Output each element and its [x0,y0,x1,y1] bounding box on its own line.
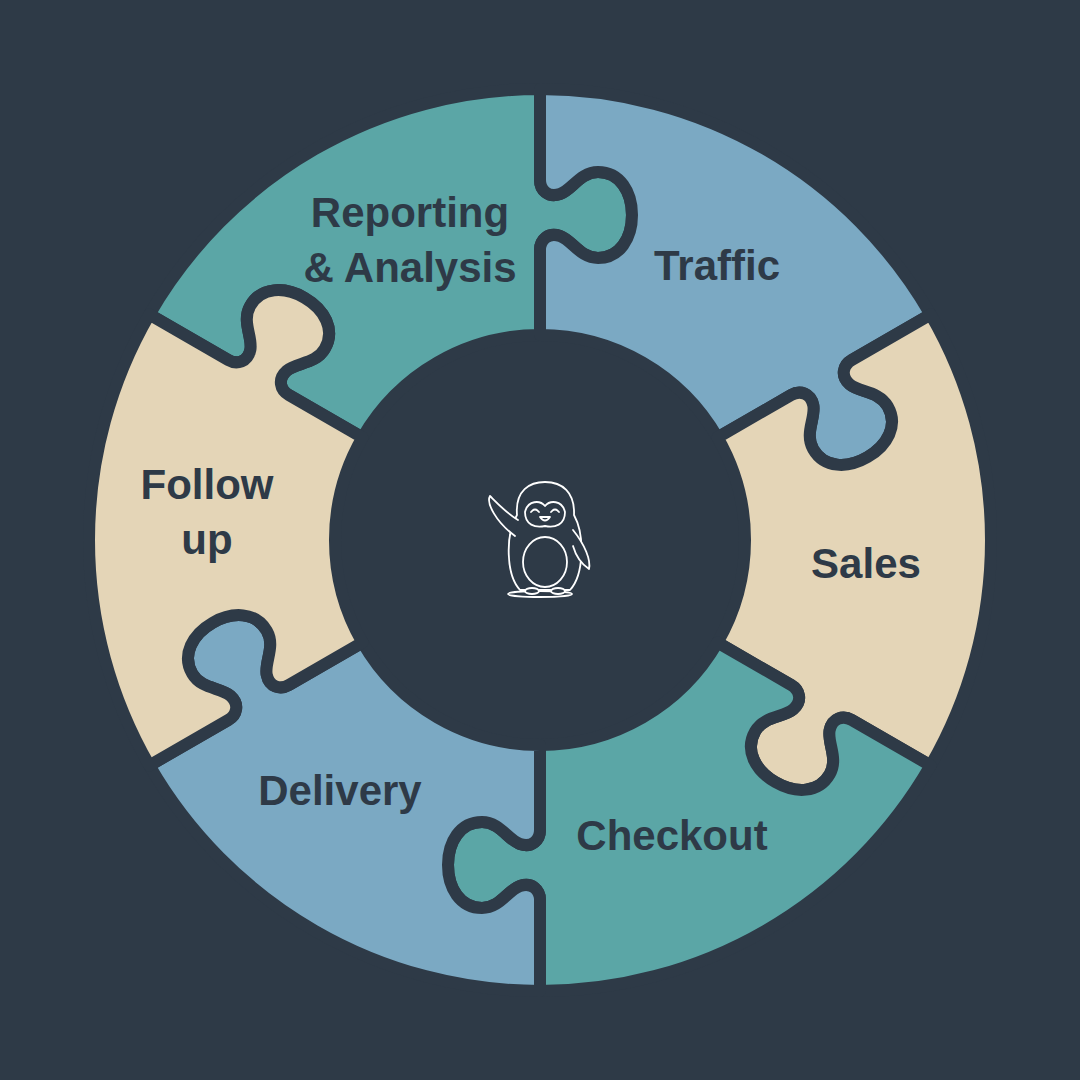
penguin-beak [540,517,550,521]
penguin-belly [523,537,567,587]
puzzle-piece: Checkout [557,770,787,900]
penguin-shadow [508,591,572,597]
puzzle-piece: Delivery [230,725,450,855]
penguin-foot [525,588,539,594]
penguin-foot [551,588,565,594]
penguin-eye [551,510,559,513]
piece-label: Checkout [557,808,787,863]
piece-label: Follow up [127,457,287,567]
piece-shape [149,89,632,438]
piece-label: Sales [781,536,951,591]
penguin-face [525,502,565,527]
piece-shape [149,615,540,991]
piece-label: Reporting & Analysis [295,185,525,295]
piece-shape [718,315,991,790]
puzzle-piece: Traffic [617,200,817,330]
penguin-wing [573,530,589,569]
piece-shape [448,643,931,992]
piece-shape [540,89,931,465]
puzzle-piece: Follow up [127,447,287,577]
piece-label: Delivery [230,763,450,818]
piece-shape [89,290,362,765]
puzzle-piece: Sales [781,498,951,628]
penguin-eye [531,510,539,513]
penguin-mascot [489,482,589,597]
penguin-body [509,482,582,590]
puzzle-piece: Reporting & Analysis [295,175,525,305]
piece-label: Traffic [617,238,817,293]
penguin-wing [489,496,518,536]
